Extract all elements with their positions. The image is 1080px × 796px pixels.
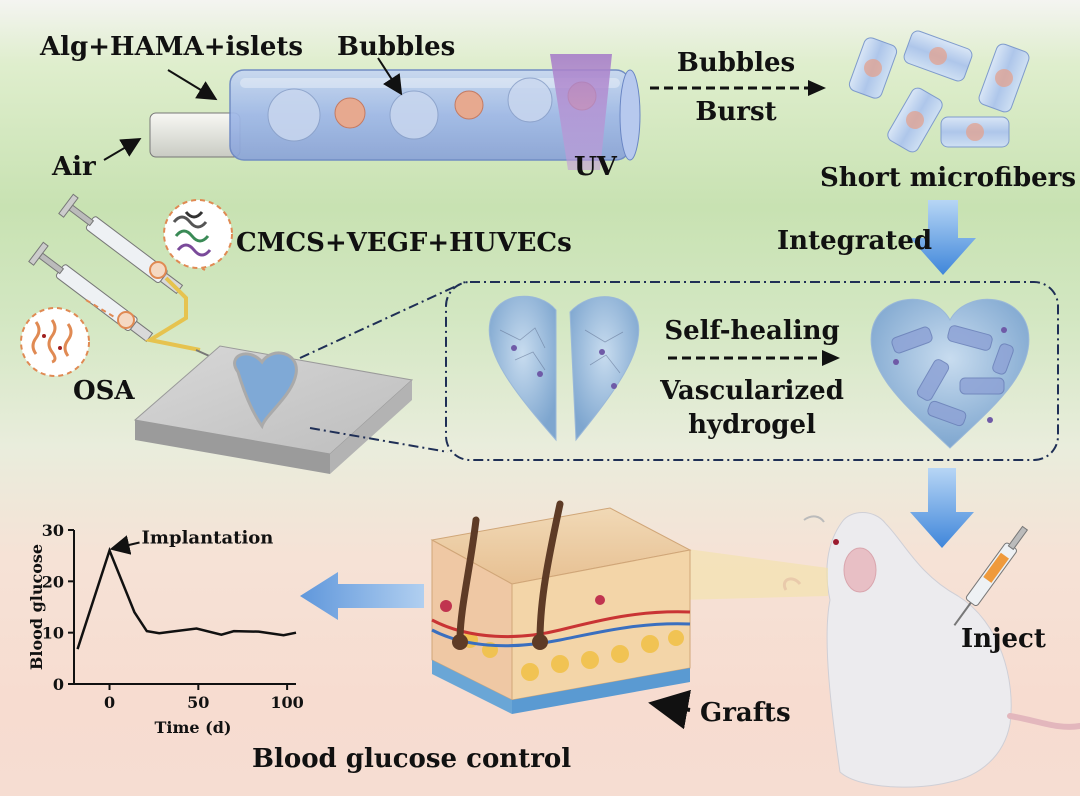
integrated-arrow	[910, 200, 976, 275]
result-arrow	[300, 572, 424, 620]
skin-tissue-block	[430, 500, 692, 714]
mouse	[783, 512, 1080, 788]
chart-y-tick-label: 20	[42, 572, 64, 591]
graft-highlight	[680, 548, 828, 600]
chart-annotation-arrow	[109, 535, 140, 555]
uv-beam	[550, 54, 612, 170]
osa-zoom-circle	[20, 307, 90, 377]
zoom-line-top	[299, 281, 466, 359]
label-hydrogel: hydrogel	[688, 410, 816, 440]
mixer-port-upper	[149, 261, 167, 279]
label-air: Air	[52, 152, 96, 182]
chart-y-tick-label: 10	[42, 624, 64, 643]
label-self-healing: Self-healing	[664, 316, 840, 346]
label-alg-hama-islets: Alg+HAMA+islets	[40, 32, 304, 62]
label-inject: Inject	[961, 624, 1046, 654]
heart-mold-plate	[133, 345, 414, 474]
label-blood-glucose-control: Blood glucose control	[252, 744, 572, 774]
chart-series-line	[76, 546, 297, 650]
chart-y-tick-label: 30	[42, 521, 64, 540]
inject-arrow	[910, 468, 974, 548]
chart-x-tick-label: 50	[187, 693, 209, 712]
syringe-lower	[28, 241, 154, 343]
label-burst-line2: Burst	[695, 97, 777, 127]
chart-y-axis-label: Blood glucose	[27, 544, 46, 670]
label-bubbles-top: Bubbles	[337, 32, 456, 62]
injection-syringe	[953, 525, 1029, 626]
split-heart	[488, 295, 640, 442]
chart-x-tick-label: 0	[104, 693, 115, 712]
label-vascularized: Vascularized	[660, 376, 844, 406]
microfluidic-tube	[149, 69, 641, 161]
chart-annotation-label: Implantation	[142, 528, 274, 549]
arrow-air	[103, 137, 142, 161]
label-cmcs-vegf-huvecs: CMCS+VEGF+HUVECs	[236, 228, 572, 258]
grafts-arrow	[648, 689, 691, 730]
chart-y-tick-label: 0	[53, 675, 64, 694]
vascularized-heart	[870, 298, 1030, 449]
zoom-line-bottom	[309, 427, 449, 453]
label-grafts: Grafts	[700, 698, 791, 728]
short-microfibers-cluster	[848, 30, 1030, 153]
arrow-bubbles	[377, 57, 403, 96]
label-short-microfibers: Short microfibers	[820, 163, 1077, 193]
self-healing-arrow-head	[822, 350, 840, 366]
zoom-panel-frame	[445, 281, 1059, 461]
y-connector-tube	[144, 276, 201, 352]
chart-x-axis-label: Time (d)	[155, 718, 232, 737]
osa-polymer-chains	[31, 319, 73, 364]
cmcs-zoom-circle	[163, 199, 233, 269]
chart-x-tick-label: 100	[270, 693, 303, 712]
burst-arrow-head	[808, 80, 826, 96]
cmcs-polymer-chains	[172, 211, 212, 257]
label-integrated: Integrated	[777, 226, 933, 256]
arrow-alg	[167, 69, 218, 101]
label-uv: UV	[574, 152, 617, 182]
label-osa: OSA	[73, 376, 135, 406]
label-burst-line1: Bubbles	[676, 48, 796, 78]
mixer-port-lower	[117, 311, 135, 329]
